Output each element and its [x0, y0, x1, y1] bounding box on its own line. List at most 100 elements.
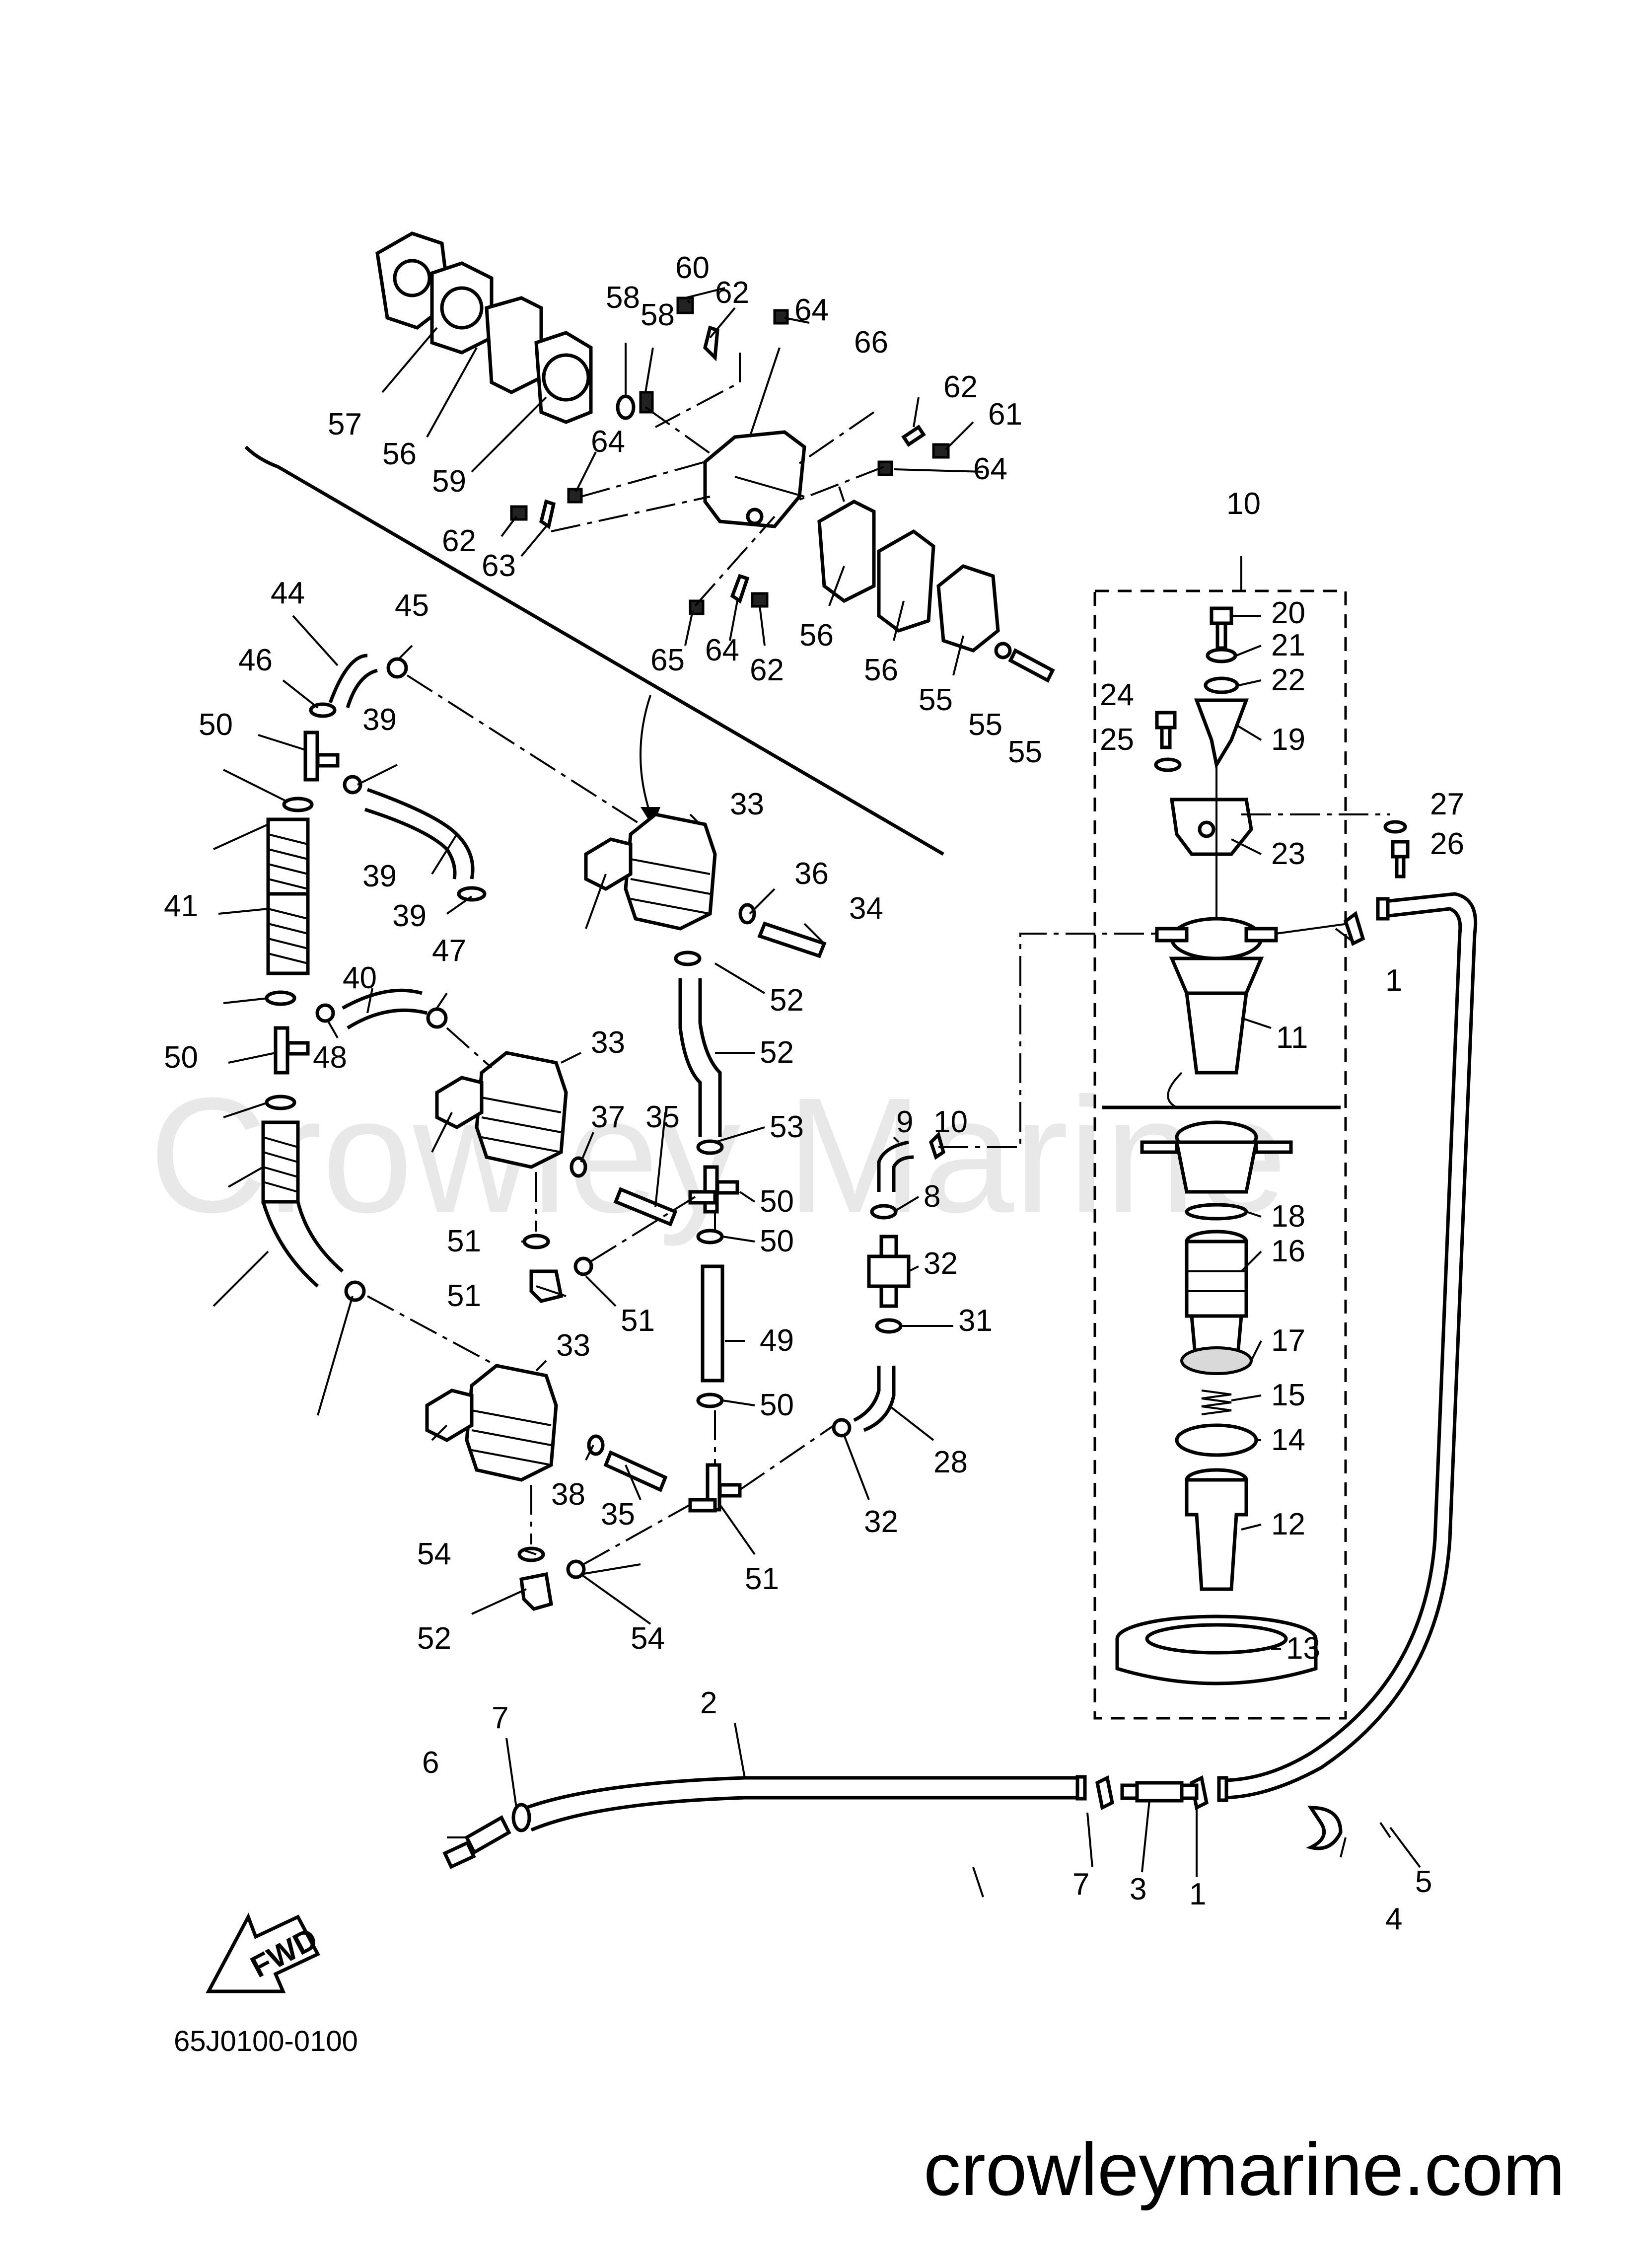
clip-38-lower-right: [566, 1559, 586, 1579]
clip-62-top: [386, 657, 408, 679]
callout-8: 32: [924, 1246, 958, 1281]
callout-15: 14: [1271, 1423, 1305, 1457]
exploded-leader-6: [694, 515, 776, 607]
callout-18: 17: [1271, 1323, 1305, 1358]
callout-38-mid: 53: [770, 1110, 804, 1144]
hose-9-b: [892, 1155, 914, 1192]
pump-leader-1: [406, 674, 642, 825]
spring-16: [1201, 1390, 1232, 1415]
bracket-20: [1194, 698, 1249, 770]
callout-20: 19: [1271, 723, 1305, 757]
engine-outline-line: [244, 445, 944, 856]
clip-64-top: [282, 797, 314, 812]
callout-23: 22: [1271, 663, 1305, 697]
callout-30-bottom: 32: [864, 1505, 898, 1539]
hose-2-b: [530, 1796, 1082, 1832]
center-leader-5: [739, 1424, 835, 1491]
bracket-24: [1169, 798, 1253, 856]
callout-42: 55: [919, 683, 953, 717]
hose-5: [1221, 892, 1478, 1800]
exploded-leader-2: [655, 353, 741, 428]
hose-57-b: [364, 807, 457, 879]
callout-55-lower: 35: [601, 1497, 635, 1532]
hose-9: [877, 1140, 909, 1192]
diaphragm-43: [877, 529, 935, 633]
callout-4: 4: [1385, 1902, 1402, 1936]
clip-64-low: [265, 1095, 296, 1110]
screw-51-left: [510, 505, 528, 521]
callout-41: 55: [968, 708, 1002, 742]
callout-39-upper: 33: [730, 787, 764, 821]
callout-13: 12: [1271, 1507, 1305, 1541]
callout-9: 9: [896, 1105, 913, 1139]
callout-49: 59: [432, 464, 466, 499]
bowl-13: [1185, 1468, 1248, 1591]
callout-33-mid: 50: [164, 1040, 198, 1075]
clip-10-bottom: [870, 1204, 898, 1220]
callout-26: 25: [1100, 723, 1134, 757]
clip-62-mid: [315, 1003, 335, 1023]
clip-38-mid: [696, 1139, 724, 1155]
callout-25: 24: [1100, 678, 1134, 712]
clip-58-bottom: [457, 886, 487, 902]
joint-3: [1120, 1781, 1199, 1803]
callout-52-right: 64: [973, 452, 1007, 486]
hose-2: [525, 1776, 1082, 1810]
clip-1-top: [1343, 911, 1365, 946]
callout-50-bottom: 64: [705, 633, 739, 667]
bolt-25: [1155, 711, 1177, 749]
callout-60: 41: [164, 889, 198, 923]
callout-29: 28: [933, 1445, 968, 1479]
callout-35-right: 51: [621, 1304, 655, 1338]
joint-33-bottom: [688, 1463, 742, 1513]
elbow-34: [529, 1269, 564, 1303]
screw-51-right: [932, 443, 950, 459]
callout-1-bottom: 1: [1189, 1877, 1206, 1911]
clip-35-right: [573, 1256, 593, 1276]
hose-31: [701, 1264, 724, 1383]
hose-36-b: [698, 978, 722, 1137]
callout-51-bottom: 62: [750, 653, 784, 687]
clip-7-left: [511, 1803, 531, 1832]
pump-gasket-49b: [534, 331, 593, 424]
hose-5-end-bottom: [1217, 1776, 1228, 1802]
exploded-leader-7: [794, 466, 884, 503]
callout-37: 52: [417, 1621, 451, 1656]
hose-61: [328, 654, 368, 704]
joint-33-top: [303, 731, 340, 782]
clip-10-top: [928, 1131, 946, 1160]
callout-39-middle: 33: [591, 1025, 625, 1060]
fuel-filter-assembly-box: [1093, 589, 1347, 1720]
callout-11: 10: [1226, 487, 1261, 521]
callout-62-right: 47: [432, 934, 466, 968]
pump-gasket-45: [430, 261, 494, 355]
callout-52-top: 64: [794, 293, 829, 327]
callout-5: 5: [1415, 1865, 1432, 1899]
diaphragm-49: [485, 296, 543, 394]
hose-29-b: [863, 1366, 896, 1432]
hose-59: [342, 988, 423, 1010]
joint-33-center: [688, 1165, 739, 1214]
callout-21: 20: [1271, 596, 1305, 630]
callout-55-upper: 34: [849, 891, 883, 926]
pump-body-53: [703, 430, 806, 528]
washer-26: [1154, 757, 1182, 772]
callout-53: 66: [854, 325, 888, 360]
clip-30-top: [875, 1318, 903, 1334]
callout-2: 2: [700, 1686, 717, 1720]
callout-22: 21: [1271, 628, 1305, 662]
hose-2-end: [1075, 1775, 1087, 1801]
fwd-arrow-icon: FWD: [206, 1912, 323, 1993]
filter-66: [261, 1120, 300, 1204]
connector-6: [442, 1815, 511, 1869]
callout-62-left: 46: [238, 643, 273, 677]
callout-10-top: 10: [933, 1105, 968, 1139]
callout-51-right: 61: [988, 397, 1022, 432]
filter-65: [266, 817, 310, 896]
clip-4: [1305, 1806, 1343, 1850]
callout-3: 3: [1130, 1872, 1146, 1906]
assembly-arrow: [640, 695, 651, 815]
callout-62-mid: 48: [313, 1040, 347, 1075]
callout-48: 58: [641, 298, 675, 332]
